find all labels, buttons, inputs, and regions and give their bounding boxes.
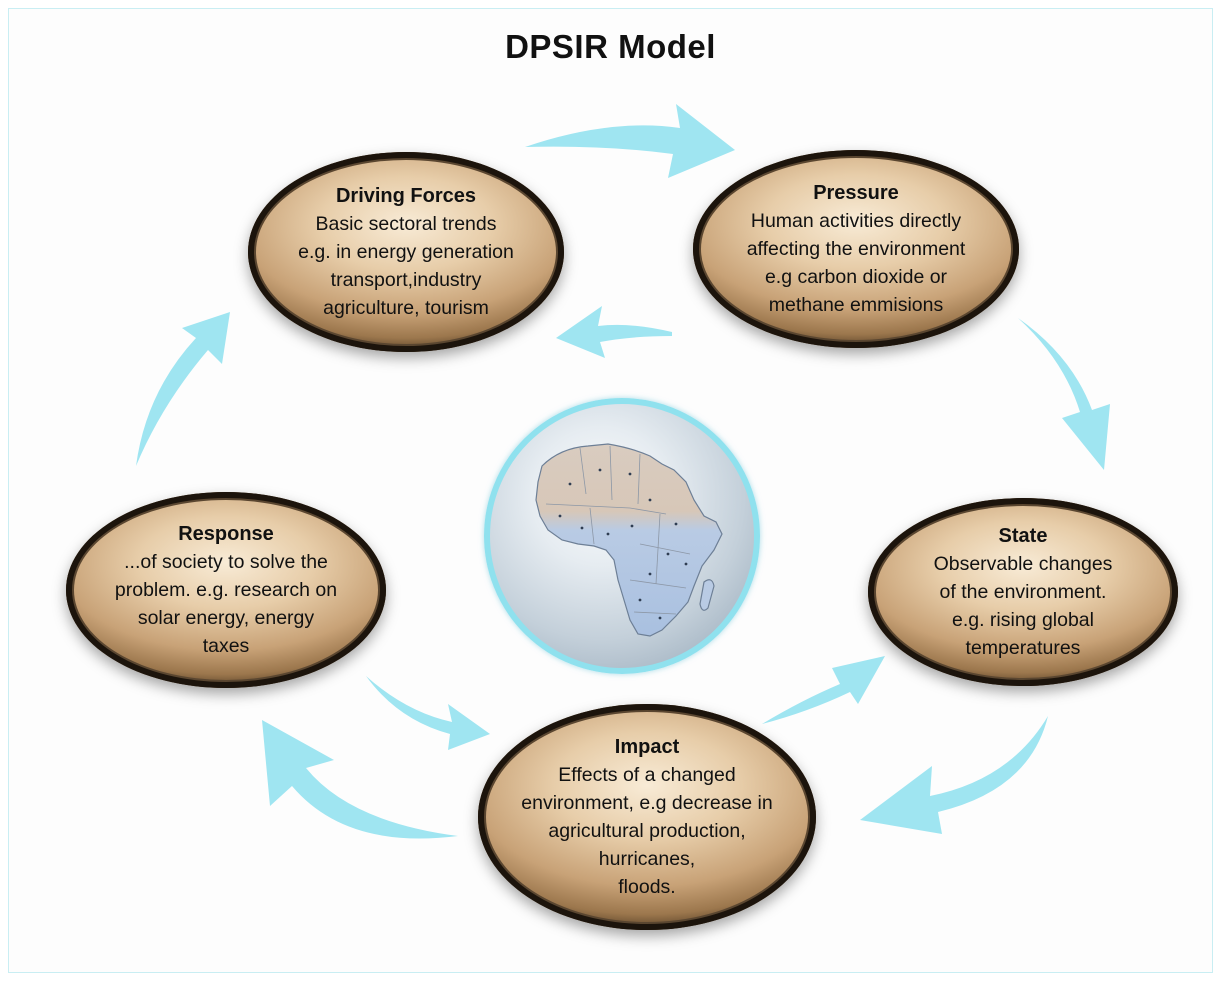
africa-globe-icon bbox=[484, 398, 760, 674]
state-line-4: temperatures bbox=[965, 637, 1081, 659]
state-line-1: Observable changes bbox=[933, 553, 1113, 575]
node-driving-forces: Driving Forces Basic sectoral trends e.g… bbox=[248, 152, 564, 352]
node-response: Response ...of society to solve the prob… bbox=[66, 492, 386, 688]
pressure-line-1: Human activities directly bbox=[750, 210, 962, 232]
driving-forces-line-2: e.g. in energy generation bbox=[298, 241, 514, 263]
impact-line-4: hurricanes, bbox=[598, 848, 696, 870]
impact-line-1: Effects of a changed bbox=[558, 764, 736, 786]
driving-forces-line-3: transport,industry bbox=[330, 269, 482, 291]
madagascar-shape bbox=[699, 579, 715, 611]
response-line-1: ...of society to solve the bbox=[124, 551, 328, 573]
arrow-pressure-to-driving bbox=[556, 306, 672, 358]
africa-map-icon bbox=[535, 443, 723, 637]
state-heading: State bbox=[998, 525, 1048, 547]
response-line-3: solar energy, energy bbox=[137, 607, 315, 629]
impact-line-3: agricultural production, bbox=[548, 820, 746, 842]
city-dots bbox=[558, 468, 688, 620]
diagram-title: DPSIR Model bbox=[505, 28, 716, 65]
response-heading: Response bbox=[178, 523, 274, 545]
arrow-state-to-impact bbox=[860, 716, 1048, 834]
impact-line-2: environment, e.g decrease in bbox=[521, 792, 773, 814]
node-pressure: Pressure Human activities directly affec… bbox=[693, 150, 1019, 348]
pressure-line-2: affecting the environment bbox=[746, 238, 966, 260]
pressure-line-3: e.g carbon dioxide or bbox=[764, 266, 948, 288]
state-line-3: e.g. rising global bbox=[951, 609, 1094, 631]
africa-continent-shape bbox=[535, 443, 723, 637]
driving-forces-line-4: agriculture, tourism bbox=[323, 297, 489, 319]
node-impact: Impact Effects of a changed environment,… bbox=[478, 704, 816, 930]
response-line-2: problem. e.g. research on bbox=[114, 579, 338, 601]
country-borders bbox=[545, 445, 691, 615]
arrow-impact-to-response bbox=[262, 720, 458, 839]
arrow-driving-to-pressure bbox=[525, 104, 735, 178]
arrow-response-to-impact bbox=[366, 676, 490, 750]
arrow-response-to-driving bbox=[136, 312, 230, 466]
driving-forces-line-1: Basic sectoral trends bbox=[315, 213, 497, 235]
pressure-heading: Pressure bbox=[813, 182, 899, 204]
state-line-2: of the environment. bbox=[939, 581, 1107, 603]
impact-line-5: floods. bbox=[618, 876, 676, 898]
arrow-impact-to-state bbox=[762, 656, 885, 724]
response-line-4: taxes bbox=[202, 635, 250, 657]
pressure-line-4: methane emmisions bbox=[768, 294, 944, 316]
node-state: State Observable changes of the environm… bbox=[868, 498, 1178, 686]
impact-heading: Impact bbox=[614, 736, 680, 758]
driving-forces-heading: Driving Forces bbox=[335, 185, 477, 207]
arrow-pressure-to-state bbox=[1018, 318, 1110, 470]
